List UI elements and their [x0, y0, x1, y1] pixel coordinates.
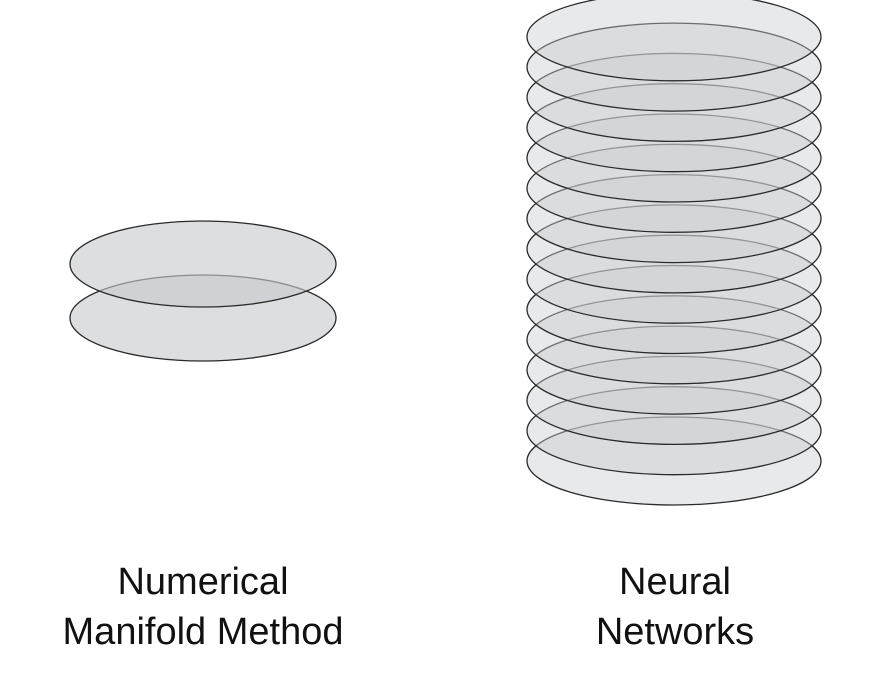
caption-line: Neural: [619, 561, 731, 603]
disc-layer: [526, 22, 822, 112]
disc-layer: [69, 220, 337, 308]
neural-networks-label: Neural Networks: [485, 557, 865, 657]
caption-line: Networks: [595, 611, 755, 653]
caption-line: Manifold Method: [62, 611, 344, 653]
disc-layer: [526, 0, 822, 82]
neural-networks-stack: [526, 0, 822, 506]
numerical-manifold-method-stack: [69, 220, 337, 362]
caption-line: Numerical: [117, 561, 289, 603]
numerical-manifold-method-label: Numerical Manifold Method: [13, 557, 393, 657]
